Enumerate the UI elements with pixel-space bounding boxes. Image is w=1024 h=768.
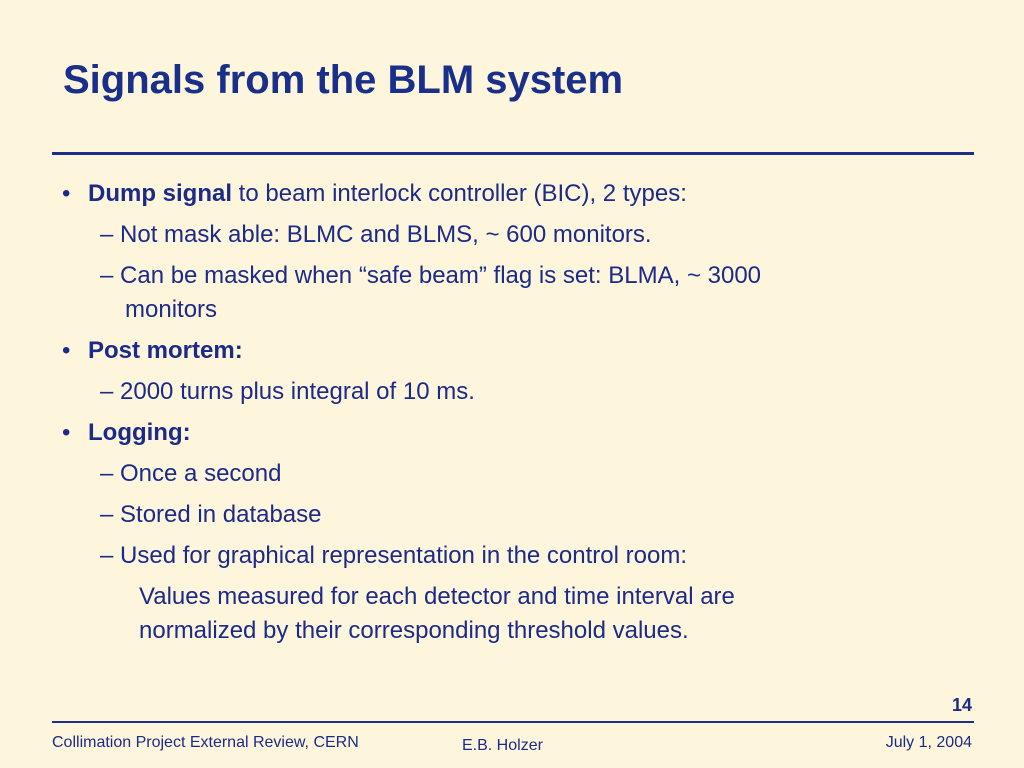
sub-bullet-stored: – Stored in database	[100, 501, 322, 528]
sub-bullet-maskable: – Can be masked when “safe beam” flag is…	[100, 262, 762, 289]
footer-center: E.B. Holzer	[462, 737, 543, 754]
sub-bullet-once-a-second: – Once a second	[100, 460, 282, 487]
bullet-marker: •	[62, 337, 71, 364]
bullet-dump-signal: Dump signal to beam interlock controller…	[88, 180, 687, 208]
note-line-1: Values measured for each detector and ti…	[139, 583, 735, 610]
page-number: 14	[951, 695, 972, 715]
sub-bullet-turns: – 2000 turns plus integral of 10 ms.	[100, 378, 475, 405]
bullet-post-mortem: Post mortem:	[88, 337, 243, 364]
bullet-heading: Dump signal	[88, 180, 233, 207]
sub-bullet-graphical: – Used for graphical representation in t…	[100, 542, 687, 569]
sub-bullet-maskable-continued: monitors	[125, 296, 218, 323]
sub-bullet-not-maskable: – Not mask able: BLMC and BLMS, ~ 600 mo…	[100, 221, 652, 248]
bullet-marker: •	[62, 419, 71, 446]
note-line-2: normalized by their corresponding thresh…	[139, 617, 689, 644]
footer-left: Collimation Project External Review, CER…	[52, 734, 359, 751]
bullet-logging: Logging:	[88, 419, 191, 446]
footer-divider	[52, 721, 974, 723]
slide-title: Signals from the BLM system	[63, 58, 624, 102]
bullet-text: to beam interlock controller (BIC), 2 ty…	[232, 180, 687, 207]
title-divider	[52, 152, 974, 155]
bullet-marker: •	[62, 180, 71, 207]
footer-right: July 1, 2004	[885, 734, 972, 751]
